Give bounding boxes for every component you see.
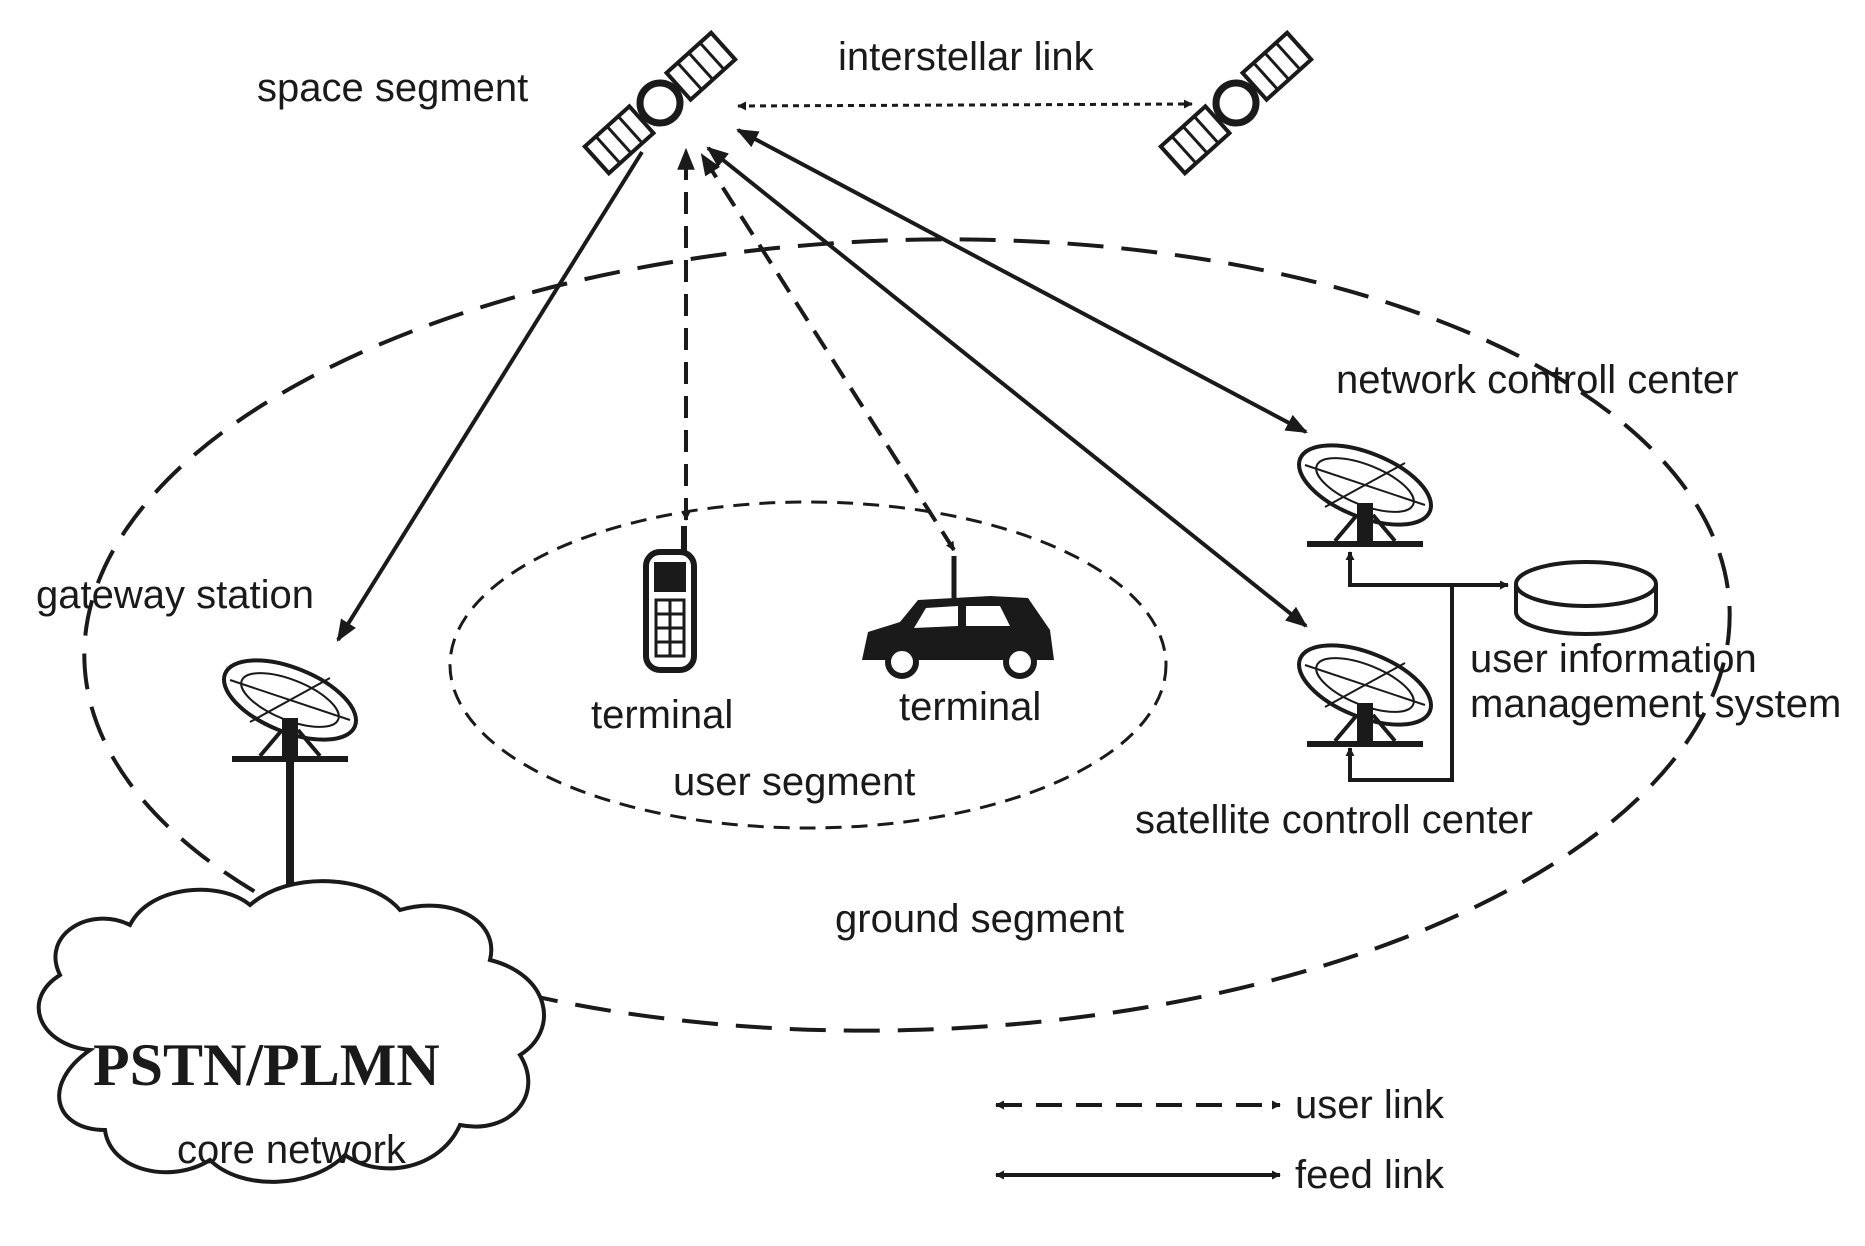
satellite-dish-icon <box>1286 627 1444 749</box>
database-icon <box>1514 560 1658 636</box>
user-link-vehicle <box>700 153 956 552</box>
core-network-title: PSTN/PLMN <box>93 1032 440 1098</box>
interstellar-link-label: interstellar link <box>838 35 1095 79</box>
handheld-phone-icon <box>643 526 697 673</box>
core-network-sublabel: core network <box>177 1128 407 1172</box>
user-segment-label: user segment <box>673 760 915 804</box>
user-segment-boundary <box>448 500 1168 830</box>
ground-segment-boundary <box>82 237 1732 1033</box>
space-segment-label: space segment <box>257 66 528 110</box>
terminal-handheld-label: terminal <box>591 693 733 737</box>
legend-feed-link-label: feed link <box>1295 1153 1445 1197</box>
feed-link-gateway <box>336 150 644 642</box>
legend: user link feed link <box>995 1083 1445 1197</box>
user-info-system-label-line2: management system <box>1470 682 1841 726</box>
satellite-dish-icon <box>1286 427 1444 549</box>
satellite-dish-icon <box>211 642 369 764</box>
interstellar-link-arrow <box>737 99 1193 111</box>
feed-link-network-control <box>736 128 1308 434</box>
ground-segment-label: ground segment <box>835 897 1124 941</box>
control-center-connectors <box>1345 551 1509 782</box>
network-control-center-label: network controll center <box>1336 358 1738 402</box>
legend-user-link-label: user link <box>1295 1083 1445 1127</box>
cloud-icon <box>36 879 546 1184</box>
user-info-system-label-line1: user information <box>1470 637 1757 681</box>
terminal-vehicle-label: terminal <box>899 685 1041 729</box>
feed-link-satellite-control <box>706 146 1308 628</box>
gateway-station-label: gateway station <box>36 573 314 617</box>
vehicle-icon <box>862 556 1054 679</box>
satellite-control-center-label: satellite controll center <box>1135 798 1533 842</box>
